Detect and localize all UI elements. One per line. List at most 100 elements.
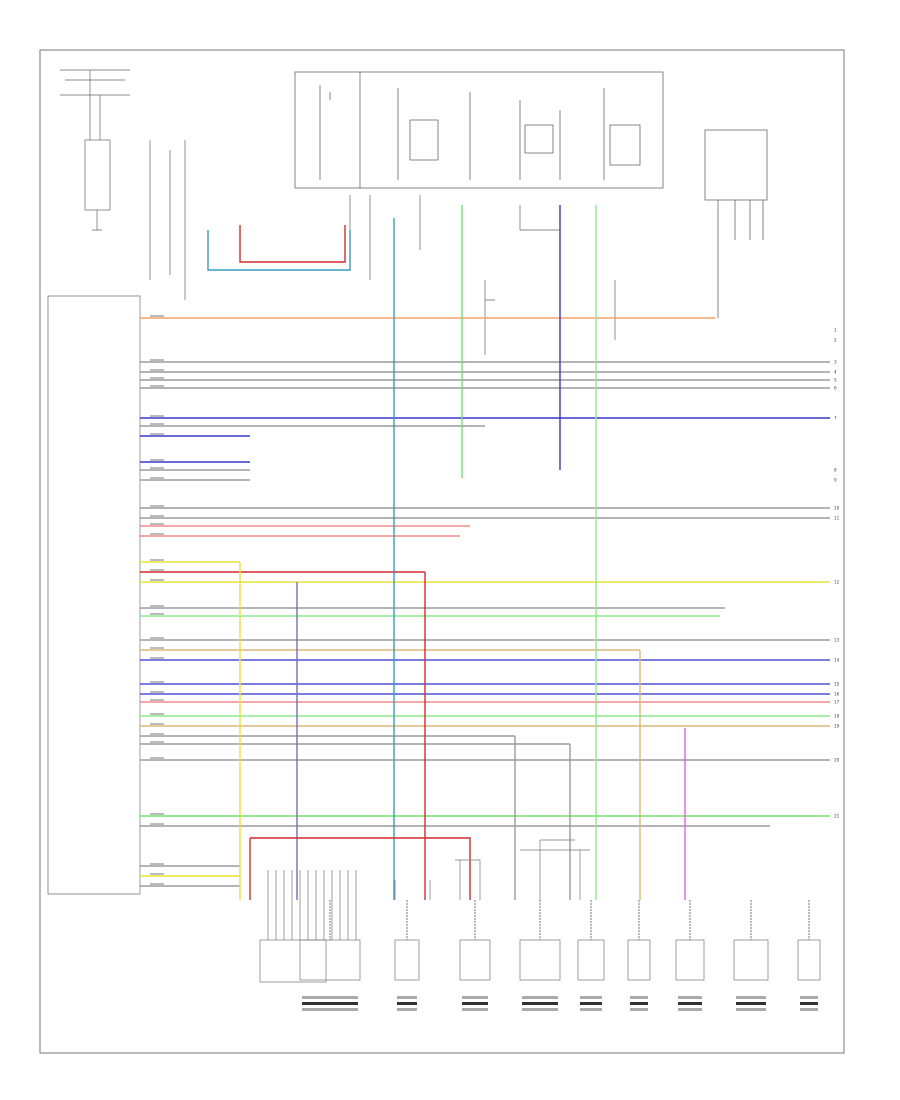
wire-label-mark (150, 423, 164, 425)
wire-label-mark (150, 559, 164, 561)
component-label-mark (678, 996, 702, 999)
component-box (627, 939, 651, 981)
wire-label-mark (150, 863, 164, 865)
pin-number: 16 (834, 692, 840, 697)
component-box (459, 939, 491, 981)
component-label-mark (522, 1002, 558, 1005)
wire-label-mark (150, 699, 164, 701)
component-label-mark (522, 1008, 558, 1011)
component-label-mark (736, 1008, 766, 1011)
wire-label-mark (150, 477, 164, 479)
component-label-mark (397, 1008, 417, 1011)
pin-number: 9 (834, 478, 837, 483)
wire-label-mark (150, 873, 164, 875)
diagram-frame (39, 49, 845, 1054)
pin-number: 4 (834, 370, 837, 375)
pin-number: 19 (834, 724, 840, 729)
wire-layer (140, 205, 830, 900)
wire-label-mark (150, 315, 164, 317)
component-label-mark (462, 996, 488, 999)
component-box (797, 939, 821, 981)
pin-number: 13 (834, 638, 840, 643)
component-box (299, 939, 361, 981)
component-label-mark (302, 996, 358, 999)
component-label-mark (580, 1008, 602, 1011)
wire-loop (207, 230, 351, 271)
wire-label-mark (150, 359, 164, 361)
wire-label-mark (150, 385, 164, 387)
wire-label-mark (150, 579, 164, 581)
wire-label-mark (150, 691, 164, 693)
component-label-mark (302, 1002, 358, 1005)
wire-label-mark (150, 523, 164, 525)
pin-number: 8 (834, 468, 837, 473)
pin-number: 1 (834, 328, 837, 333)
component-label-mark (678, 1008, 702, 1011)
component-box (577, 939, 605, 981)
wire-label-mark (150, 733, 164, 735)
pin-number: 20 (834, 758, 840, 763)
component-label-mark (800, 1002, 818, 1005)
pin-number: 6 (834, 386, 837, 391)
pin-number: 5 (834, 378, 837, 383)
wire-bus (250, 837, 471, 900)
bottom-components (299, 900, 821, 1011)
pin-number: 10 (834, 506, 840, 511)
component-box (394, 939, 420, 981)
component-label-mark (630, 996, 648, 999)
component-label-mark (736, 996, 766, 999)
component-box (519, 939, 561, 981)
pin-number: 17 (834, 700, 840, 705)
component-label-mark (800, 1008, 818, 1011)
pin-number: 14 (834, 658, 840, 663)
lower-harness (259, 839, 590, 983)
ignition-switch-block (60, 69, 186, 300)
component-label-mark (736, 1002, 766, 1005)
wire-label-mark (150, 723, 164, 725)
wire-label-mark (150, 883, 164, 885)
wire-label-mark (150, 433, 164, 435)
wire-label-mark (150, 713, 164, 715)
wire-label-mark (150, 757, 164, 759)
component-label-mark (630, 1002, 648, 1005)
component-label-mark (580, 1002, 602, 1005)
wire-label-mark (150, 515, 164, 517)
component-box (733, 939, 769, 981)
component-box (675, 939, 705, 981)
wire-label-mark (150, 505, 164, 507)
wire-label-mark (150, 647, 164, 649)
wire-label-mark (150, 467, 164, 469)
wire-label-mark (150, 533, 164, 535)
component-label-mark (302, 1008, 358, 1011)
pin-number: 3 (834, 360, 837, 365)
pcm-connector (47, 295, 141, 895)
pin-number: 12 (834, 580, 840, 585)
wire-label-mark (150, 459, 164, 461)
component-label-mark (397, 1002, 417, 1005)
pin-number: 18 (834, 714, 840, 719)
wire-loop (239, 225, 346, 263)
wire-label-mark (150, 741, 164, 743)
wire-label-mark (150, 415, 164, 417)
component-label-mark (462, 1008, 488, 1011)
wire-label-mark (150, 605, 164, 607)
component-label-mark (397, 996, 417, 999)
wire-label-mark (150, 813, 164, 815)
wire-label-mark (150, 377, 164, 379)
top-right-relay (704, 129, 768, 318)
pin-number: 2 (834, 338, 837, 343)
wire-label-mark (150, 681, 164, 683)
wire-label-mark (150, 657, 164, 659)
intermediate-components (349, 195, 616, 355)
wire-label-mark (150, 637, 164, 639)
wire-label-mark (150, 823, 164, 825)
component-label-mark (630, 1008, 648, 1011)
component-label-mark (678, 1002, 702, 1005)
pin-number: 11 (834, 516, 840, 521)
pin-number: 21 (834, 814, 840, 819)
component-label-mark (580, 996, 602, 999)
pin-number: 7 (834, 416, 837, 421)
